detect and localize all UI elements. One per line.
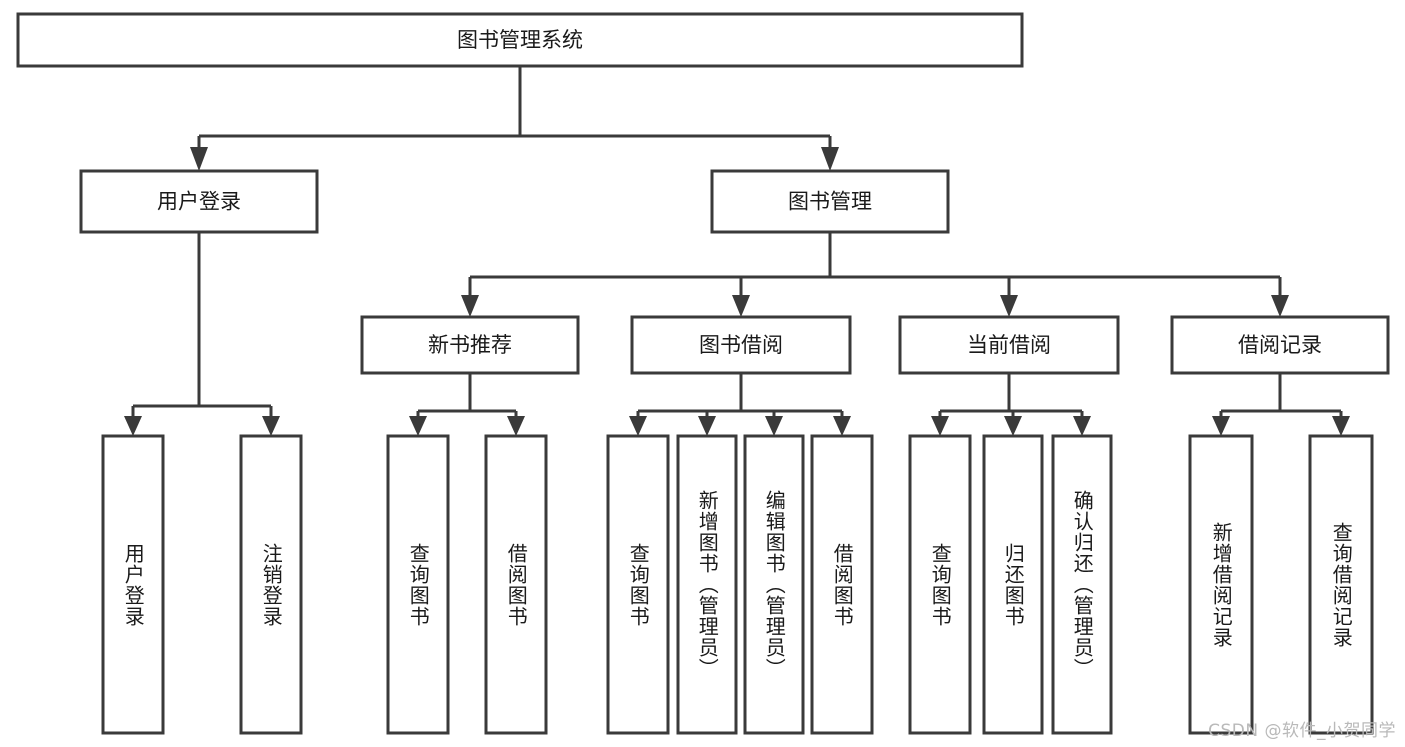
- arrow-head-query-book-current: [931, 416, 949, 436]
- arrow-head-confirm-return-admin: [1073, 416, 1091, 436]
- node-box-borrow-record: [1170, 315, 1390, 375]
- leaf-box-query-book-current: [908, 434, 972, 735]
- node-label-borrow-record: 借阅记录: [1238, 333, 1322, 357]
- arrow-head-add-borrow-record: [1212, 416, 1230, 436]
- arrow-head-new-book-recommend: [461, 295, 479, 317]
- arrow-head-borrow-book-borrow: [833, 416, 851, 436]
- node-label-book-manage: 图书管理: [788, 190, 872, 214]
- node-label-new-book-recommend: 新书推荐: [428, 333, 512, 357]
- node-boxes: [16, 12, 1390, 735]
- leaf-box-query-book-borrow: [606, 434, 670, 735]
- node-box-book-manage: [710, 169, 950, 234]
- leaf-box-confirm-return-admin: [1051, 434, 1113, 735]
- arrow-head-return-book: [1004, 416, 1022, 436]
- leaf-box-borrow-book-borrow: [810, 434, 874, 735]
- node-label-undefined: 图书管理系统: [457, 28, 583, 52]
- arrow-head-book-manage: [821, 147, 839, 171]
- leaf-box-add-book-admin: [676, 434, 738, 735]
- leaf-box-query-book-rec: [386, 434, 450, 735]
- arrow-head-borrow-book-rec: [507, 416, 525, 436]
- node-label-book-borrow: 图书借阅: [699, 333, 783, 357]
- node-label-user-login: 用户登录: [157, 190, 241, 214]
- leaf-box-edit-book-admin: [743, 434, 805, 735]
- arrow-head-query-borrow-record: [1332, 416, 1350, 436]
- leaf-box-add-borrow-record: [1188, 434, 1254, 735]
- node-box-book-borrow: [630, 315, 852, 375]
- arrow-head-user-login: [190, 147, 208, 171]
- arrow-head-edit-book-admin: [765, 416, 783, 436]
- leaf-box-logout-leaf: [239, 434, 303, 735]
- connector-lines: [124, 66, 1350, 436]
- leaf-box-borrow-book-rec: [484, 434, 548, 735]
- leaf-box-return-book: [982, 434, 1044, 735]
- arrow-head-query-book-rec: [409, 416, 427, 436]
- arrow-head-book-borrow: [732, 295, 750, 317]
- leaf-box-query-borrow-record: [1308, 434, 1374, 735]
- node-box-undefined: [16, 12, 1024, 68]
- arrow-head-borrow-record: [1271, 295, 1289, 317]
- arrow-head-query-book-borrow: [629, 416, 647, 436]
- watermark-text: CSDN @软件_小贺同学: [1208, 721, 1396, 741]
- leaf-box-user-login-leaf: [101, 434, 165, 735]
- arrow-head-logout-leaf: [262, 416, 280, 436]
- node-box-new-book-recommend: [360, 315, 580, 375]
- arrow-head-add-book-admin: [698, 416, 716, 436]
- node-box-current-borrow: [898, 315, 1120, 375]
- arrow-head-current-borrow: [1000, 295, 1018, 317]
- node-label-current-borrow: 当前借阅: [967, 333, 1051, 357]
- arrow-head-user-login-leaf: [124, 416, 142, 436]
- node-box-user-login: [79, 169, 319, 234]
